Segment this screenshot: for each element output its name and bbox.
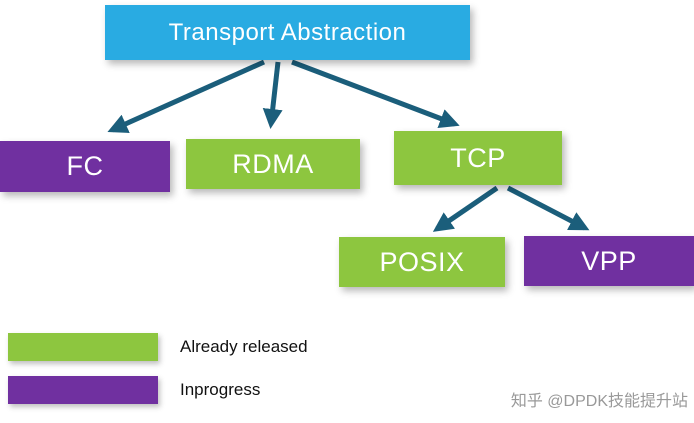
node-vpp: VPP (524, 236, 694, 286)
arrow-tcp-to-posix (432, 185, 499, 232)
arrow-root-to-fc (107, 59, 266, 134)
legend-label-inprogress: Inprogress (180, 380, 261, 399)
arrow-root-to-rdma (262, 61, 283, 129)
legend-swatch-released (8, 333, 158, 361)
node-posix: POSIX (339, 237, 505, 287)
node-tcp: TCP (394, 131, 562, 185)
node-fc: FC (0, 141, 170, 192)
legend-label-released: Already released (180, 337, 308, 356)
arrow-tcp-to-vpp (506, 185, 590, 231)
legend: Already released Inprogress (8, 333, 308, 419)
legend-row-released: Already released (8, 333, 308, 361)
arrow-root-to-tcp (291, 59, 460, 129)
legend-swatch-inprogress (8, 376, 158, 404)
node-transport-abstraction: Transport Abstraction (105, 5, 470, 60)
node-rdma: RDMA (186, 139, 360, 189)
watermark: 知乎 @DPDK技能提升站 (510, 393, 688, 410)
legend-row-inprogress: Inprogress (8, 376, 308, 404)
